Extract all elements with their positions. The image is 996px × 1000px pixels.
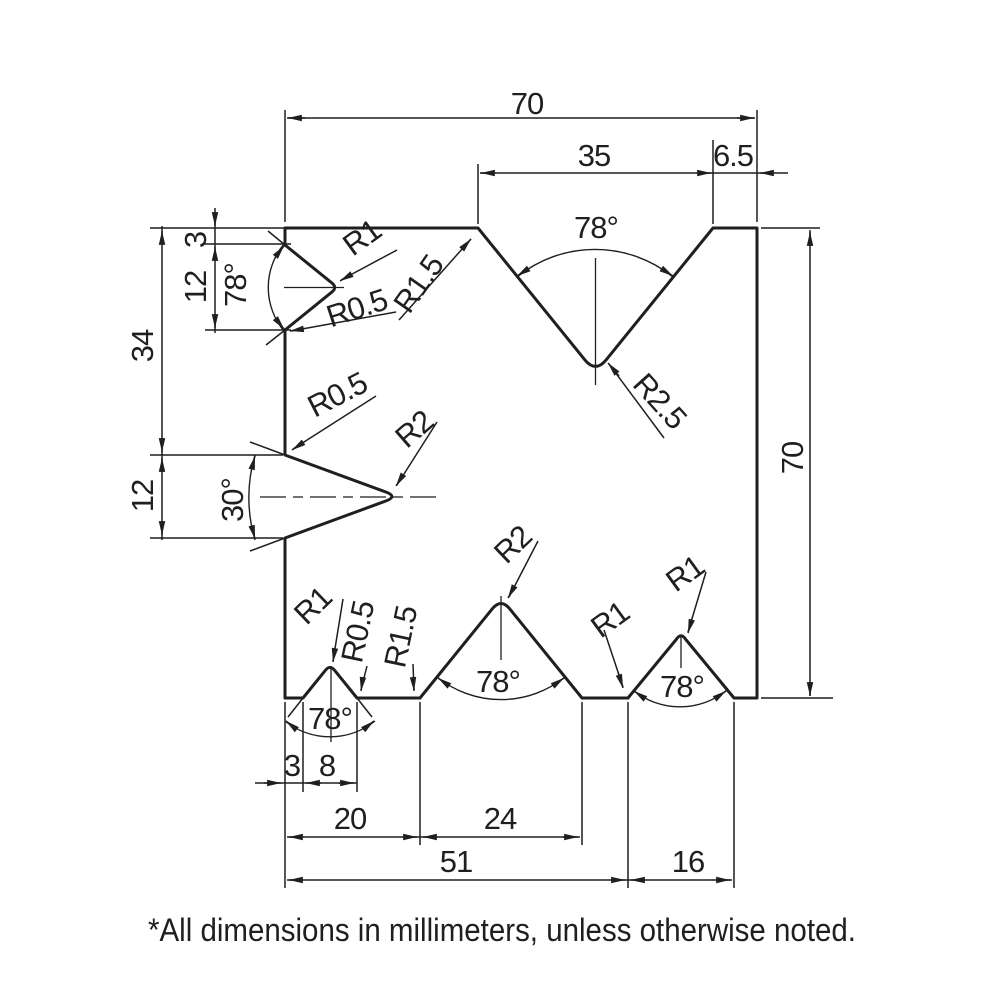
radius-bottom-v3-tip: R1 bbox=[659, 548, 710, 598]
dim-left-span: 34 bbox=[125, 329, 160, 362]
radius-bottom-v2-corner: R1.5 bbox=[377, 603, 424, 670]
dimension-labels: 70 35 6.5 78° 3 12 78° 34 12 30° 70 R1 R… bbox=[125, 86, 810, 879]
radius-leaders bbox=[290, 238, 707, 691]
angle-bottom-v2: 78° bbox=[476, 664, 520, 699]
radius-bottom-v2-tip: R2 bbox=[487, 519, 538, 570]
angle-bottom-v1: 78° bbox=[308, 701, 352, 736]
radius-top-v-corner: R1.5 bbox=[386, 249, 450, 319]
extension-lines bbox=[150, 110, 833, 888]
dim-overall-width: 70 bbox=[511, 86, 544, 121]
dim-span-24: 24 bbox=[484, 801, 517, 836]
dim-span-51: 51 bbox=[440, 844, 472, 879]
dim-left-offset-top: 3 bbox=[178, 232, 213, 248]
centerlines bbox=[260, 258, 682, 742]
units-footnote: *All dimensions in millimeters, unless o… bbox=[148, 912, 856, 948]
radius-bottom-v3-corner: R1 bbox=[584, 594, 635, 644]
arrowheads bbox=[158, 114, 814, 884]
dim-top-right-flat: 6.5 bbox=[713, 138, 753, 173]
radius-side-notch-tip: R2 bbox=[388, 404, 439, 455]
die-profile bbox=[283, 226, 759, 700]
dim-left-notch-opening: 12 bbox=[178, 271, 213, 303]
dim-span-20: 20 bbox=[334, 801, 367, 836]
dim-overall-height: 70 bbox=[775, 441, 810, 474]
angle-bottom-v3: 78° bbox=[660, 669, 704, 704]
radius-side-notch-corner: R0.5 bbox=[302, 365, 373, 424]
angle-side-notch: 30° bbox=[215, 478, 250, 522]
dim-span-16: 16 bbox=[672, 844, 704, 879]
dimension-lines bbox=[161, 117, 811, 881]
dim-side-notch-opening: 12 bbox=[125, 480, 160, 512]
radius-top-v-tip: R2.5 bbox=[626, 366, 693, 435]
dim-top-v-opening: 35 bbox=[578, 138, 610, 173]
radius-top-left-tip: R1 bbox=[336, 212, 387, 262]
radius-bottom-v1-tip: R1 bbox=[287, 580, 338, 631]
angle-top-left-notch: 78° bbox=[218, 263, 253, 307]
dim-bottom-offset: 3 bbox=[284, 748, 300, 783]
dim-bottom-v1-opening: 8 bbox=[319, 748, 335, 783]
angle-top-v: 78° bbox=[574, 210, 618, 245]
